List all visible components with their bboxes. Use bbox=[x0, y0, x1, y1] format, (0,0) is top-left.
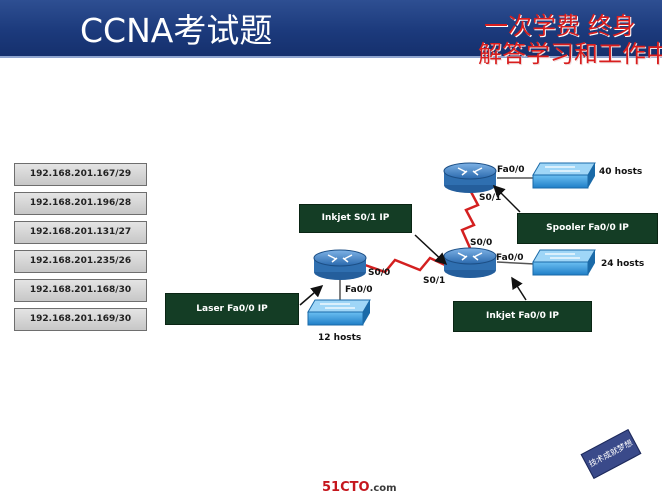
label-inkjet-s01: S0/1 bbox=[423, 276, 446, 286]
target-laser-fa00-ip[interactable]: Laser Fa0/0 IP bbox=[165, 293, 299, 325]
label-laser-s00: S0/0 bbox=[368, 268, 391, 278]
answer-option-2[interactable]: 192.168.201.196/28 bbox=[14, 192, 147, 215]
switch-inkjet-icon bbox=[532, 249, 596, 276]
page-title: CCNA考试题 bbox=[80, 11, 273, 50]
answer-option-5[interactable]: 192.168.201.168/30 bbox=[14, 279, 147, 302]
answer-option-1[interactable]: 192.168.201.167/29 bbox=[14, 163, 147, 186]
label-hosts-24: 24 hosts bbox=[601, 259, 645, 269]
footer-logo: 51CTO.com bbox=[322, 480, 397, 495]
target-inkjet-s01-ip[interactable]: Inkjet S0/1 IP bbox=[299, 204, 412, 233]
label-inkjet-fa00: Fa0/0 bbox=[496, 253, 524, 263]
label-inkjet-s00: S0/0 bbox=[470, 238, 493, 248]
arrow-laser-fa00 bbox=[299, 285, 324, 306]
label-spooler-fa00: Fa0/0 bbox=[497, 165, 525, 175]
switch-spooler-icon bbox=[532, 162, 596, 189]
label-spooler-s01: S0/1 bbox=[479, 193, 502, 203]
router-inkjet-icon bbox=[443, 247, 497, 278]
answer-option-3[interactable]: 192.168.201.131/27 bbox=[14, 221, 147, 244]
answer-option-4[interactable]: 192.168.201.235/26 bbox=[14, 250, 147, 273]
link-inkjet-switch bbox=[496, 261, 536, 265]
footer-logo-main: 51CTO bbox=[322, 480, 370, 495]
header-bar bbox=[0, 0, 662, 56]
label-hosts-40: 40 hosts bbox=[599, 167, 643, 177]
arrow-inkjet-s01 bbox=[414, 234, 448, 266]
target-inkjet-fa00-ip[interactable]: Inkjet Fa0/0 IP bbox=[453, 301, 592, 332]
target-spooler-fa00-ip[interactable]: Spooler Fa0/0 IP bbox=[517, 213, 658, 244]
footer-logo-suffix: .com bbox=[369, 483, 397, 494]
promo-text-line1: 一次学费 终身 bbox=[484, 12, 636, 40]
arrow-spooler-fa00 bbox=[492, 184, 521, 213]
header-divider bbox=[0, 56, 662, 58]
router-laser-icon bbox=[313, 249, 367, 280]
serial-link-spooler-inkjet bbox=[460, 189, 480, 249]
answer-options-list: 192.168.201.167/29 192.168.201.196/28 19… bbox=[14, 163, 149, 337]
promo-text-line2: 解答学习和工作中 bbox=[478, 40, 662, 68]
label-laser-fa00: Fa0/0 bbox=[345, 285, 373, 295]
arrow-inkjet-fa00 bbox=[511, 276, 527, 301]
serial-link-laser-inkjet bbox=[364, 256, 446, 274]
switch-laser-icon bbox=[307, 299, 371, 326]
router-spooler-icon bbox=[443, 162, 497, 193]
answer-option-6[interactable]: 192.168.201.169/30 bbox=[14, 308, 147, 331]
label-hosts-12: 12 hosts bbox=[318, 333, 362, 343]
